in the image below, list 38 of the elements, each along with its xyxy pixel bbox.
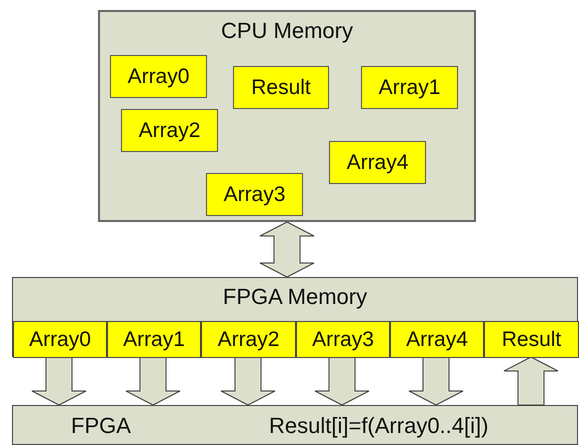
- array-box: [329, 141, 426, 184]
- array-label: Array3: [312, 328, 374, 352]
- array-label: Array2: [138, 118, 200, 142]
- array-label: Array4: [346, 150, 408, 174]
- unit-label: FPGA: [71, 413, 131, 439]
- array-label: Array0: [128, 64, 190, 88]
- array-cell: [484, 321, 579, 358]
- array-label: Array0: [29, 328, 91, 352]
- block-arrow: [408, 356, 464, 406]
- array-cell: [390, 321, 484, 358]
- array-label: Result: [502, 328, 562, 352]
- block-arrow: [314, 356, 370, 406]
- array-box: [361, 66, 458, 109]
- array-label: Array3: [224, 182, 286, 206]
- array-box: [121, 109, 218, 152]
- block-arrow: [32, 356, 86, 406]
- array-label: Array1: [378, 76, 440, 100]
- array-cell: [107, 321, 201, 358]
- array-box: [206, 173, 303, 216]
- array-box: [233, 66, 329, 109]
- block-arrow: [504, 356, 558, 406]
- array-label: Array4: [406, 328, 468, 352]
- array-label: Result: [251, 76, 311, 100]
- array-cell: [13, 321, 107, 358]
- heading: CPU Memory: [220, 18, 354, 44]
- memory-band: [12, 277, 578, 357]
- heading: FPGA Memory: [222, 284, 368, 310]
- array-cell: [201, 321, 296, 358]
- processor-box: [12, 405, 578, 445]
- array-cell: [296, 321, 390, 358]
- array-label: Array1: [123, 328, 185, 352]
- block-arrow: [260, 221, 314, 278]
- block-arrow: [126, 356, 180, 406]
- array-label: Array2: [218, 328, 280, 352]
- memory-panel: [98, 10, 476, 222]
- formula: Result[i]=f(Array0..4[i]): [269, 413, 488, 439]
- block-arrow: [220, 356, 276, 406]
- array-box: [110, 55, 207, 98]
